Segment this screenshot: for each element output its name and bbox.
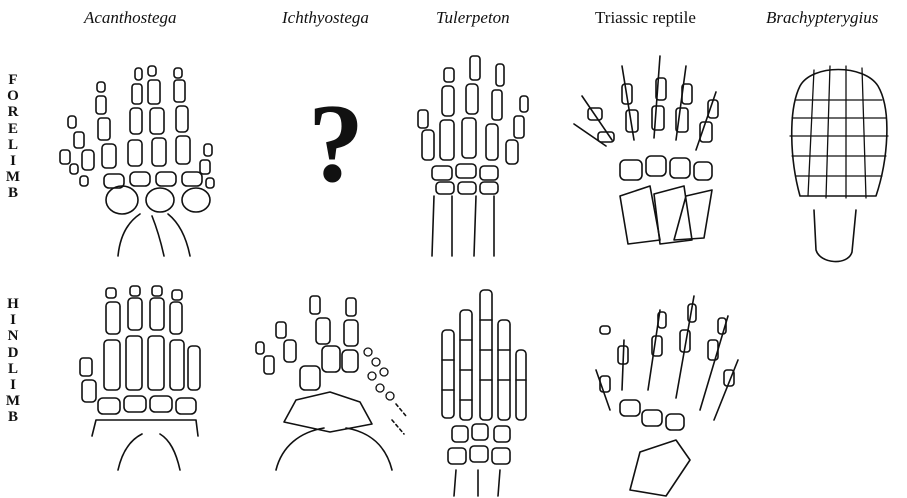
triassic-reptile-forelimb xyxy=(574,56,718,244)
tulerpeton-forelimb xyxy=(418,56,528,256)
ichthyostega-hindlimb xyxy=(256,296,406,470)
brachypterygius-forelimb xyxy=(790,66,888,262)
acanthostega-forelimb xyxy=(60,66,214,256)
triassic-reptile-hindlimb xyxy=(596,296,738,496)
tulerpeton-hindlimb xyxy=(442,290,526,496)
acanthostega-hindlimb xyxy=(80,286,200,470)
